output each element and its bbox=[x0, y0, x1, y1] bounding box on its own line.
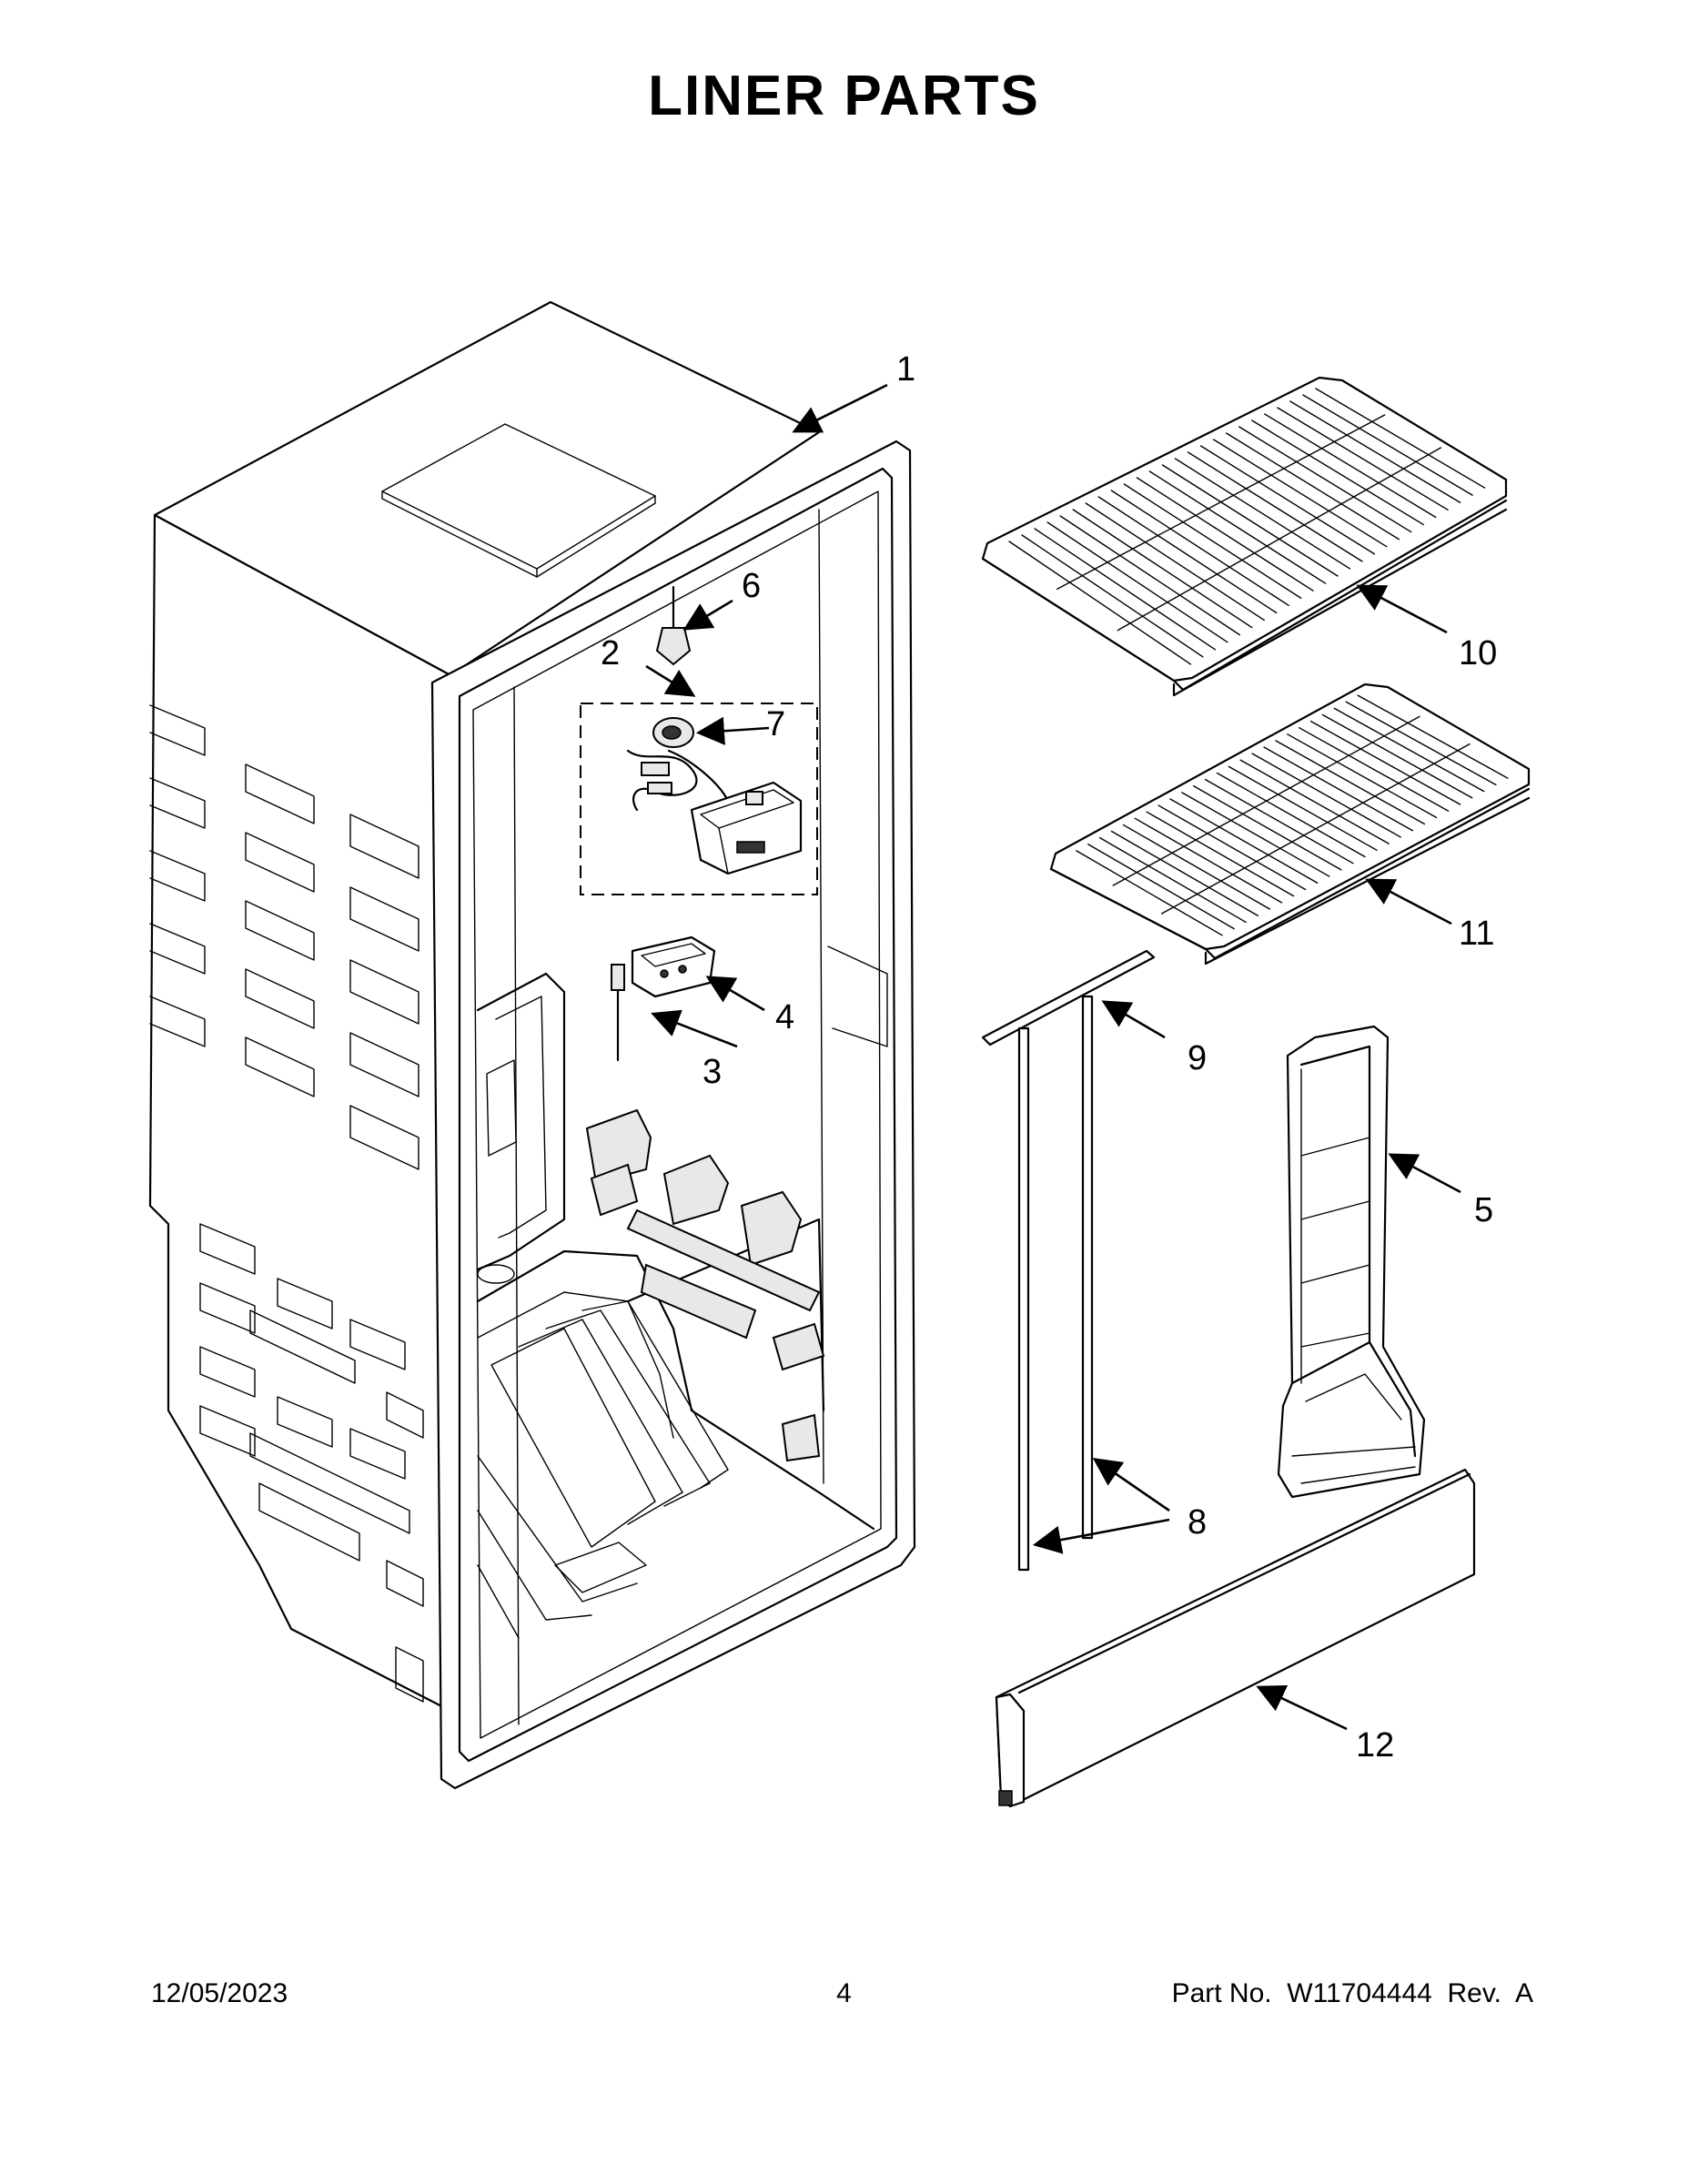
shelf-crossbar bbox=[1117, 447, 1442, 632]
shelf-wire bbox=[1212, 439, 1388, 548]
shelf-wire bbox=[1097, 496, 1278, 614]
callout-11: 11 bbox=[1459, 915, 1494, 953]
callout-3: 3 bbox=[702, 1053, 722, 1091]
shelf-wire bbox=[1008, 541, 1192, 665]
shelf-wire bbox=[1174, 458, 1351, 570]
shelf-wire bbox=[1187, 451, 1363, 562]
shelf-wire bbox=[1238, 426, 1412, 533]
bottom-trim-part bbox=[995, 1468, 1476, 1808]
shelf-wire bbox=[1228, 765, 1378, 852]
shelf-wire bbox=[1216, 772, 1366, 858]
callout-6: 6 bbox=[742, 567, 761, 605]
callout-10: 10 bbox=[1459, 634, 1497, 672]
footer-date: 12/05/2023 bbox=[151, 1978, 288, 2008]
footer-part-number: Part No. W11704444 Rev. A bbox=[1171, 1978, 1533, 2008]
callout-2: 2 bbox=[601, 634, 620, 672]
shelf-crossbar bbox=[1160, 743, 1471, 915]
shelf-crossbar bbox=[1112, 715, 1420, 886]
thermistor-holder-part bbox=[631, 935, 716, 998]
shelf-wire bbox=[1321, 713, 1473, 799]
shelf-wire bbox=[1123, 483, 1302, 599]
shelf-wire bbox=[1161, 464, 1339, 577]
shelf-wire bbox=[1169, 798, 1319, 884]
shelf-wire bbox=[1076, 850, 1223, 936]
shelf-wire bbox=[1225, 432, 1400, 541]
lower-shelf-part bbox=[1049, 682, 1531, 966]
shelf-wire bbox=[1287, 733, 1438, 819]
shelf-wire bbox=[1275, 740, 1426, 825]
page-title: LINER PARTS bbox=[648, 65, 1040, 127]
shelf-wire bbox=[1072, 509, 1253, 629]
shelf-wire bbox=[1357, 694, 1509, 779]
footer-page-number: 4 bbox=[836, 1978, 852, 2008]
callout-12: 12 bbox=[1356, 1726, 1394, 1764]
shelf-wire bbox=[1098, 836, 1247, 924]
shelf-wire bbox=[1087, 844, 1235, 930]
shelf-wire bbox=[1046, 521, 1228, 643]
shelf-wire bbox=[1157, 804, 1307, 891]
shelf-wire bbox=[1204, 778, 1354, 864]
callout-4: 4 bbox=[775, 998, 794, 1036]
callout-arrows bbox=[645, 383, 1461, 1731]
callout-labels: 1 2 3 4 5 6 7 8 9 10 11 12 bbox=[601, 350, 1497, 1764]
shelf-wire bbox=[1264, 413, 1437, 519]
shelf-wire bbox=[1277, 407, 1449, 511]
shelf-wire bbox=[1122, 824, 1271, 910]
callout-1: 1 bbox=[896, 350, 915, 389]
callout-5: 5 bbox=[1474, 1191, 1493, 1229]
shelf-wire bbox=[1345, 701, 1497, 786]
shelf-wire bbox=[1110, 830, 1259, 916]
control-assembly-part bbox=[580, 703, 818, 895]
shelf-wire bbox=[1085, 502, 1265, 622]
shelf-wire bbox=[1263, 746, 1414, 832]
shelf-wire bbox=[1059, 515, 1241, 636]
fastener-part bbox=[655, 585, 692, 666]
shelf-wire bbox=[1193, 785, 1342, 871]
shelf-wire bbox=[1251, 753, 1401, 838]
shelf-wire bbox=[1309, 720, 1461, 805]
shelf-wire bbox=[1302, 394, 1473, 496]
shelf-wire bbox=[1239, 759, 1390, 844]
shelf-wire bbox=[1181, 792, 1330, 877]
upper-shelf-part bbox=[981, 376, 1508, 697]
shelf-wire bbox=[1110, 490, 1289, 607]
thermistor-part bbox=[611, 964, 625, 1062]
shelf-wire bbox=[1251, 420, 1424, 526]
shelf-wire bbox=[1148, 470, 1327, 584]
shelf-wire bbox=[1146, 811, 1295, 897]
liner-part bbox=[148, 300, 916, 1790]
shelf-wire bbox=[1199, 445, 1376, 555]
shelf-wire bbox=[1136, 477, 1314, 592]
callout-7: 7 bbox=[766, 705, 785, 743]
air-duct-part bbox=[1277, 1025, 1426, 1499]
shelf-wire bbox=[1134, 817, 1283, 904]
callout-9: 9 bbox=[1188, 1039, 1207, 1077]
trim-strips-part bbox=[1017, 995, 1094, 1572]
shelf-wire bbox=[1298, 726, 1450, 812]
shelf-wire bbox=[1021, 534, 1204, 658]
trim-strip-top-part bbox=[981, 949, 1156, 1046]
callout-8: 8 bbox=[1188, 1503, 1207, 1542]
shelf-wire bbox=[1315, 388, 1486, 489]
shelf-wire bbox=[1034, 528, 1217, 651]
shelf-wire bbox=[1333, 707, 1485, 793]
shelf-crossbar bbox=[1056, 414, 1386, 591]
shelf-wire bbox=[1289, 400, 1461, 503]
